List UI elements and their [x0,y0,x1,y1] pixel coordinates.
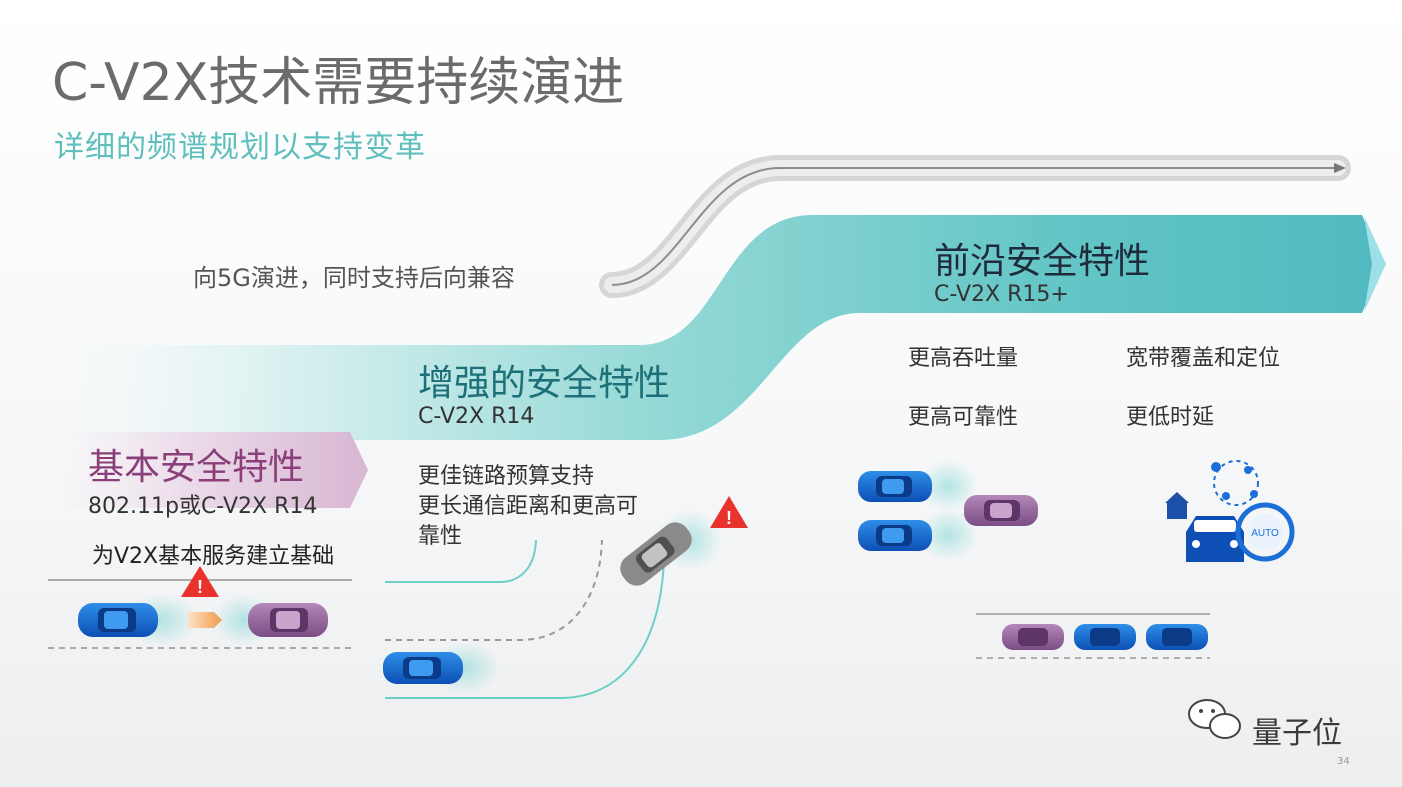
slide-title: C-V2X技术需要持续演进 [52,53,625,113]
enhanced-stage-subtitle: C-V2X R14 [418,404,535,429]
car-icon [78,603,158,637]
feature-label: 更高吞吐量 [908,346,1019,371]
steering-wheel-icon: AUTO [1235,502,1295,562]
compat-note: 向5G演进，同时支持后向兼容 [193,264,515,292]
road-curve [385,559,665,699]
wechat-icon [1188,699,1241,739]
brand-watermark: 量子位 [1252,716,1342,751]
car-icon [964,495,1038,526]
home-icon [1165,492,1189,519]
signal-glow [918,509,978,561]
page-number: 34 [1337,756,1350,767]
ribbon-arrow-tip [1364,216,1386,312]
enhanced-stage-description: 靠性 [418,524,463,549]
car-icon [858,471,932,502]
basic-stage-description: 为V2X基本服务建立基础 [92,544,335,569]
evolution-arrow-line [611,167,1334,286]
advanced-stage-subtitle: C-V2X R15+ [934,282,1069,307]
advanced-stage-title: 前沿安全特性 [934,241,1151,282]
basic-stage-banner [60,432,368,508]
road-curve-dashed [385,539,603,641]
slide-subtitle: 详细的频谱规划以支持变革 [54,130,426,165]
warning-icon: ! [710,496,748,528]
basic-stage-subtitle: 802.11p或C-V2X R14 [88,494,318,519]
network-icon [1211,460,1259,506]
car-icon [383,652,463,684]
road-curve [385,539,537,583]
car-icon [1146,624,1208,650]
car-icon [620,522,692,586]
car-icon [1002,624,1064,650]
signal-glow [918,460,978,512]
car-icon [248,603,328,637]
enhanced-stage-description: 更长通信距离和更高可 [418,494,639,519]
warning-icon: ! [181,566,219,597]
evolution-arrow-head [1334,163,1346,173]
feature-label: 宽带覆盖和定位 [1126,346,1281,371]
car-icon [1074,624,1136,650]
feature-label: 更低时延 [1126,405,1215,430]
enhanced-stage-description: 更佳链路预算支持 [418,464,595,489]
svg-text:AUTO: AUTO [1251,528,1279,539]
evolution-ribbon [60,215,1382,440]
enhanced-stage-title: 增强的安全特性 [418,363,671,404]
svg-text:!: ! [726,508,732,528]
svg-text:!: ! [197,577,203,597]
car-icon [858,520,932,551]
signal-arrow [188,612,222,628]
feature-label: 更高可靠性 [908,405,1019,430]
basic-stage-title: 基本安全特性 [88,447,305,488]
car-icon [1186,516,1244,562]
